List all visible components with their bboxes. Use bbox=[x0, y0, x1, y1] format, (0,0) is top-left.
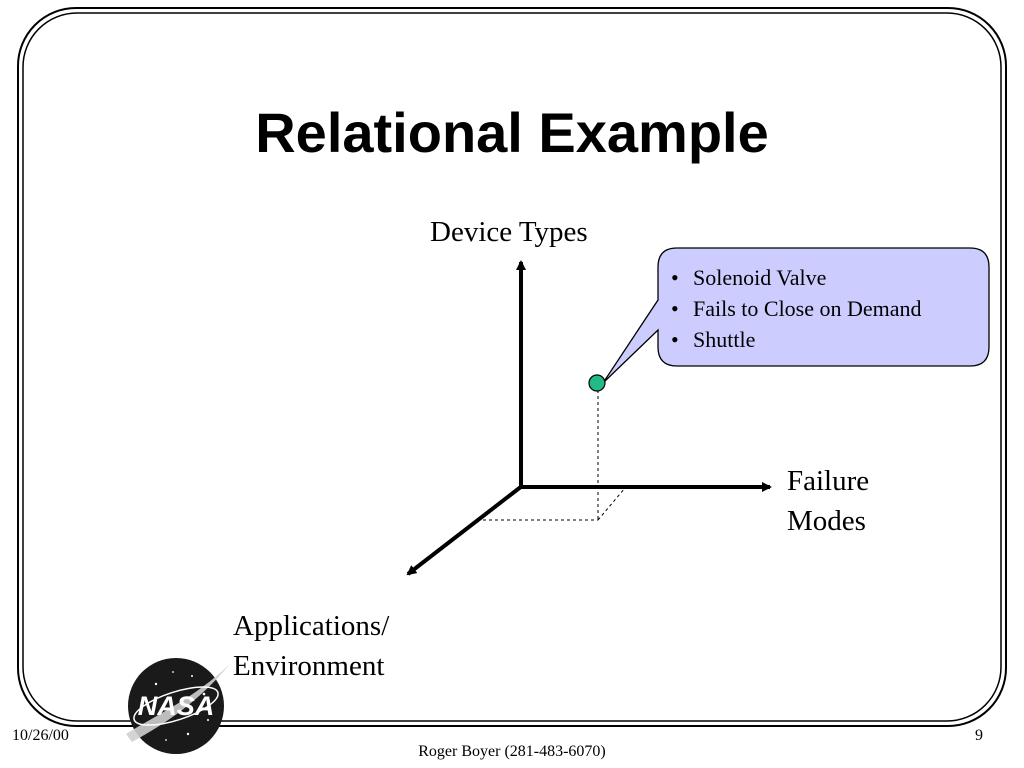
data-point bbox=[588, 374, 606, 392]
callout-item-application: Shuttle bbox=[671, 324, 977, 355]
nasa-meatball-logo: NASA bbox=[126, 658, 230, 754]
failure-modes-label-line2: Modes bbox=[787, 505, 866, 537]
applications-label-line1: Applications/ bbox=[233, 610, 390, 642]
applications-environment-label: Applications/ Environment bbox=[233, 606, 389, 686]
callout-list: Solenoid Valve Fails to Close on Demand … bbox=[671, 262, 977, 355]
callout-item-failure-mode: Fails to Close on Demand bbox=[671, 293, 977, 324]
page-number: 9 bbox=[975, 727, 983, 744]
applications-label-line2: Environment bbox=[233, 650, 385, 682]
device-types-label: Device Types bbox=[430, 216, 588, 248]
callout-text: Solenoid Valve Fails to Close on Demand … bbox=[657, 248, 989, 366]
nasa-logo-text: NASA bbox=[138, 691, 215, 721]
z-axis-arrow bbox=[406, 484, 524, 576]
failure-modes-label: Failure Modes bbox=[787, 461, 869, 541]
footer-date: 10/26/00 bbox=[12, 727, 69, 744]
callout-item-device: Solenoid Valve bbox=[671, 262, 977, 293]
footer-author: Roger Boyer (281-483-6070) bbox=[418, 743, 606, 760]
failure-modes-label-line1: Failure bbox=[787, 465, 870, 497]
slide-title: Relational Example bbox=[255, 101, 769, 164]
projection-lines bbox=[483, 390, 626, 521]
